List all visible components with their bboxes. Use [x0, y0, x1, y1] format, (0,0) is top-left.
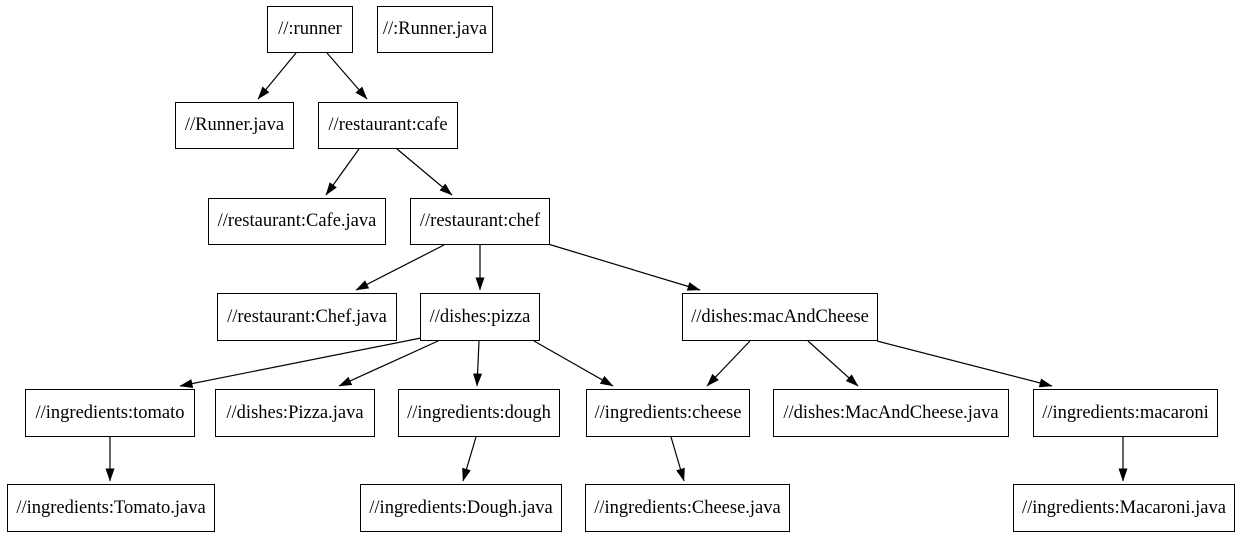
graph-node-tomato-java: //ingredients:Tomato.java — [7, 484, 215, 532]
graph-node-macaroni-java: //ingredients:Macaroni.java — [1013, 484, 1235, 532]
graph-node-cheese: //ingredients:cheese — [586, 389, 750, 437]
graph-edge-pizza-to-cheese — [533, 340, 614, 387]
graph-edge-cafe-to-chef — [396, 148, 453, 196]
graph-node-label: //ingredients:dough — [407, 402, 551, 423]
graph-node-mac-and-cheese-java: //dishes:MacAndCheese.java — [773, 389, 1009, 437]
graph-node-label: //ingredients:tomato — [35, 402, 185, 423]
graph-node-label: //ingredients:macaroni — [1042, 402, 1209, 423]
graph-node-runner-java-target: //:Runner.java — [377, 6, 493, 53]
graph-node-label: //dishes:pizza — [429, 306, 531, 327]
graph-node-cheese-java: //ingredients:Cheese.java — [585, 484, 790, 532]
graph-node-label: //restaurant:Chef.java — [227, 306, 387, 327]
graph-edge-cheese-to-cheese-java — [670, 436, 685, 482]
graph-edge-pizza-to-tomato — [179, 337, 422, 388]
graph-node-label: //ingredients:cheese — [594, 402, 742, 423]
graph-node-label: //:Runner.java — [382, 19, 488, 39]
graph-node-pizza: //dishes:pizza — [420, 293, 540, 341]
graph-edge-chef-to-chef-java — [355, 244, 445, 291]
graph-edge-mac-and-cheese-to-cheese — [706, 340, 751, 387]
graph-edge-runner-to-cafe — [326, 52, 368, 100]
graph-node-dough: //ingredients:dough — [398, 389, 560, 437]
graph-node-label: //restaurant:Cafe.java — [217, 211, 377, 231]
graph-node-label: //ingredients:Tomato.java — [16, 497, 206, 518]
graph-node-cafe-java: //restaurant:Cafe.java — [208, 198, 386, 245]
graph-node-runner: //:runner — [267, 6, 353, 53]
graph-node-label: //:runner — [278, 19, 342, 39]
graph-node-chef: //restaurant:chef — [410, 198, 550, 245]
graph-node-dough-java: //ingredients:Dough.java — [360, 484, 562, 532]
graph-edge-mac-and-cheese-to-mac-and-cheese-java — [807, 340, 859, 387]
graph-edge-dough-to-dough-java — [462, 436, 477, 482]
graph-node-cafe: //restaurant:cafe — [318, 102, 458, 149]
graph-edge-cafe-to-cafe-java — [325, 148, 360, 196]
graph-node-pizza-java: //dishes:Pizza.java — [215, 389, 375, 437]
graph-node-label: //ingredients:Cheese.java — [594, 497, 781, 518]
graph-node-label: //ingredients:Macaroni.java — [1022, 497, 1226, 518]
graph-node-label: //dishes:Pizza.java — [226, 402, 364, 423]
graph-edge-pizza-to-pizza-java — [338, 340, 439, 387]
graph-node-chef-java: //restaurant:Chef.java — [217, 293, 397, 341]
graph-edge-chef-to-mac-and-cheese — [547, 243, 701, 291]
graph-node-mac-and-cheese: //dishes:macAndCheese — [682, 293, 878, 341]
graph-edge-mac-and-cheese-to-macaroni — [876, 340, 1053, 388]
graph-node-label: //Runner.java — [184, 115, 285, 135]
graph-node-label: //dishes:MacAndCheese.java — [783, 402, 999, 423]
graph-node-label: //restaurant:cafe — [328, 115, 448, 135]
graph-node-label: //dishes:macAndCheese — [691, 306, 869, 327]
graph-node-runner-java: //Runner.java — [175, 102, 294, 149]
graph-edge-pizza-to-dough — [473, 340, 483, 387]
graph-edge-runner-to-runner-java — [257, 52, 297, 100]
graph-node-label: //restaurant:chef — [419, 211, 541, 231]
graph-node-macaroni: //ingredients:macaroni — [1033, 389, 1218, 437]
graph-node-label: //ingredients:Dough.java — [369, 497, 553, 518]
graph-node-tomato: //ingredients:tomato — [25, 389, 195, 437]
